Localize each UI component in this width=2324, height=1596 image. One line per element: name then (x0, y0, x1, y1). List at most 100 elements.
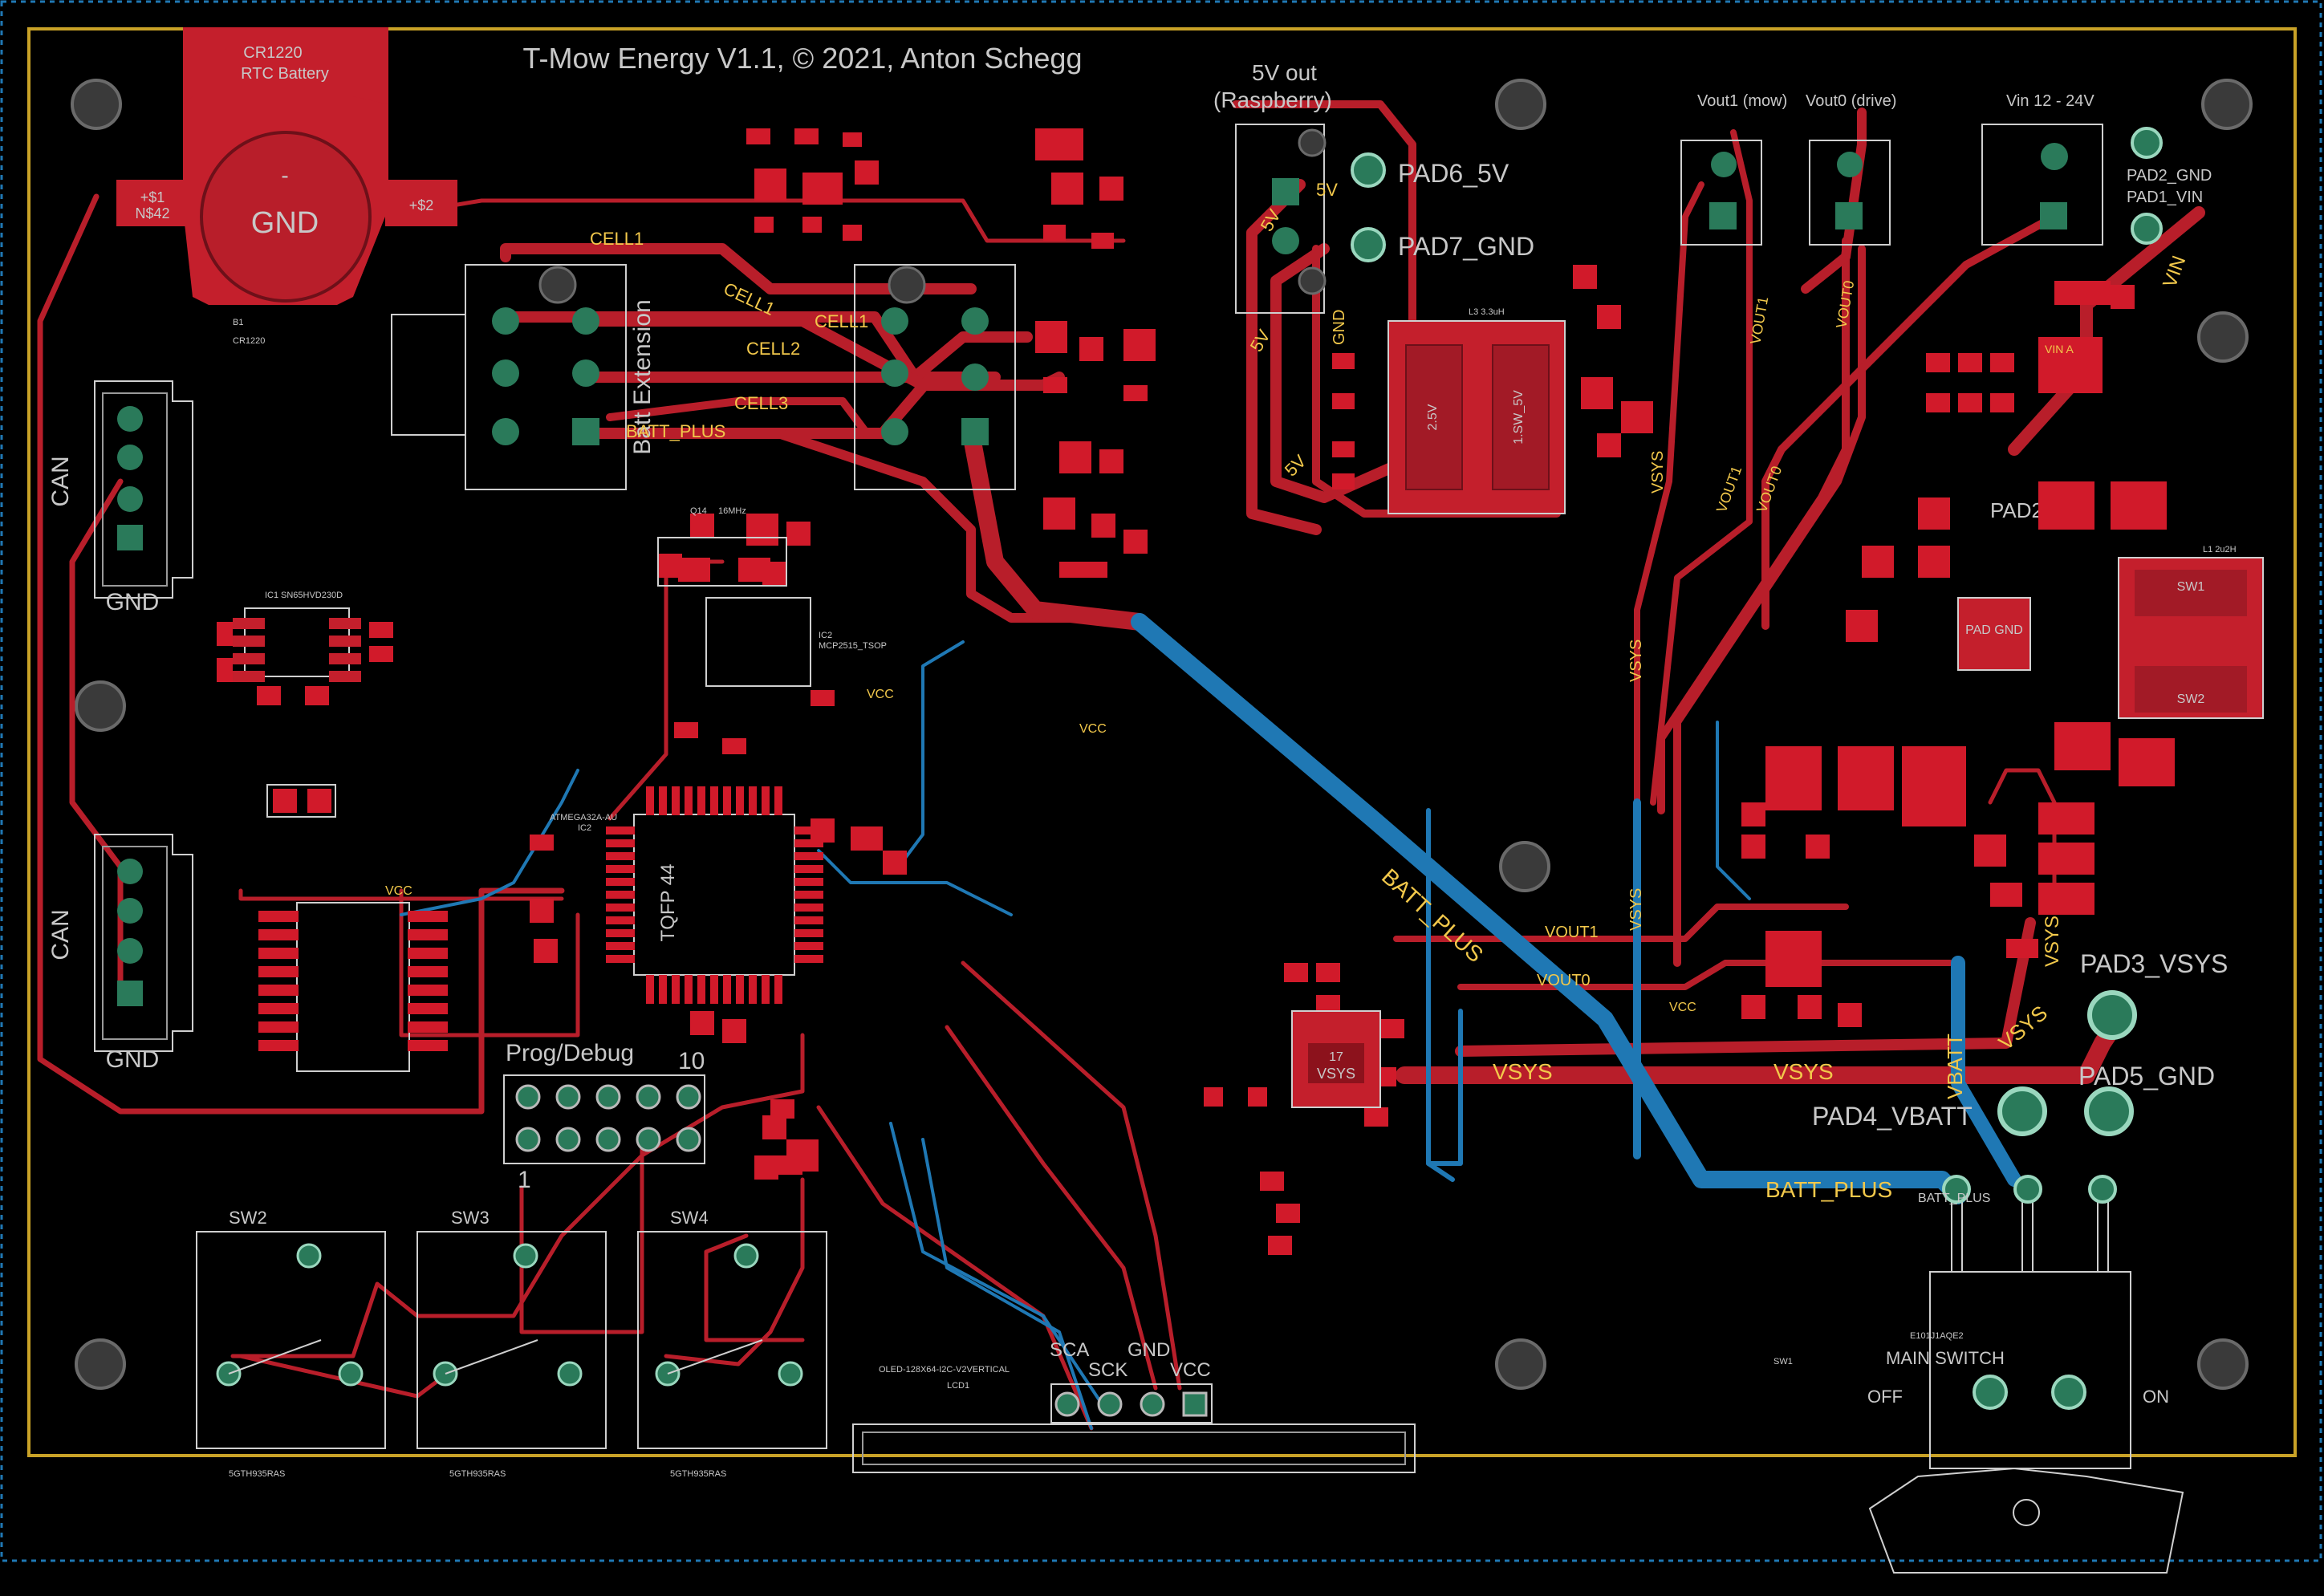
vout1-outline (1680, 140, 1762, 246)
oled-ref: LCD1 (947, 1381, 969, 1391)
oled-connector[interactable]: SCA SCK GND VCC OLED-128X64-I2C-V2VERTIC… (852, 1339, 1416, 1473)
prog-debug-header[interactable]: Prog/Debug 1 10 (503, 1040, 705, 1193)
crystal-pad-b (738, 558, 770, 582)
battery-ref: B1 (233, 318, 243, 327)
main-switch-mount-a (1973, 1375, 2008, 1410)
pad4-vbatt-pad[interactable] (1997, 1086, 2047, 1136)
pad1-vin-pad[interactable] (2131, 213, 2163, 245)
l1-pad-sw1-label: SW1 (2177, 580, 2205, 594)
sw3-lever (445, 1339, 538, 1375)
prog-header-pin10: 10 (678, 1048, 705, 1074)
termination-jumper[interactable] (266, 784, 336, 818)
switch-sw3[interactable]: SW3 5GTH935RAS (416, 1208, 607, 1479)
l1-pad-bottom (2135, 666, 2247, 713)
crystal-ref: Q14 (690, 506, 707, 516)
pad6-5v-pad[interactable] (1351, 152, 1386, 188)
switch-sw4[interactable]: SW4 5GTH935RAS (637, 1208, 827, 1479)
l1-pad-top (2135, 570, 2247, 616)
can-transceiver-ic[interactable]: IC1 SN65HVD230D (233, 591, 361, 682)
pad7-label: PAD7_GND (1398, 232, 1534, 261)
battery-nets-label: N$42 (135, 205, 169, 221)
net-label-vsys-3: VSYS (1994, 1001, 2052, 1055)
l1-pad-sw2-label: SW2 (2177, 692, 2205, 706)
main-switch-pivot (2013, 1499, 2040, 1526)
net-label-cell2: CELL2 (746, 339, 800, 359)
vout0-connector[interactable]: Vout0 (drive) (1806, 92, 1896, 246)
can-connector-top[interactable]: CAN GND (47, 380, 193, 615)
raspberry-hole-bottom (1298, 266, 1327, 295)
l3-pad-a-label: 2.5V (1426, 404, 1440, 430)
net-label-5v-d: 5V (1316, 180, 1338, 200)
sw4-outline (637, 1231, 827, 1449)
main-switch-pin1 (1942, 1175, 1971, 1204)
main-switch-label: MAIN SWITCH (1886, 1348, 2005, 1368)
vout0-label: Vout0 (drive) (1806, 92, 1896, 110)
rtc-battery[interactable]: CR1220 RTC Battery - GND +$1 N$42 +$2 B1… (116, 27, 457, 346)
batt-extension-connectors[interactable]: Batt Extension (391, 264, 1016, 490)
oled-pin-vcc-label: VCC (1170, 1359, 1211, 1381)
pad1-label: PAD1_VIN (2127, 189, 2203, 206)
sw3-pin1 (513, 1243, 538, 1269)
jumper-outline (266, 784, 336, 818)
main-switch-ref: SW1 (1773, 1357, 1793, 1367)
battery-subtitle: RTC Battery (241, 65, 329, 83)
pad5-gnd-pad[interactable] (2084, 1086, 2134, 1136)
sw4-pin1 (733, 1243, 759, 1269)
can-bottom-gnd-label: GND (106, 1046, 160, 1073)
battery-minus-label: - (281, 163, 288, 188)
vsys-switch-ic[interactable]: 17 VSYS (1291, 1010, 1381, 1108)
can-bottom-outline (94, 834, 193, 1052)
main-switch-on: ON (2143, 1387, 2169, 1407)
sw3-outline (416, 1231, 607, 1449)
battery-title: CR1220 (243, 44, 302, 62)
battery-gnd-label: GND (251, 206, 319, 240)
raspberry-5v-connector[interactable]: 5V out (Raspberry) PAD6_5V PAD7_GND (1213, 60, 1534, 314)
main-switch[interactable]: MAIN SWITCH SW1 E101J1AQE2 OFF ON BATT_P… (1773, 1175, 2184, 1574)
can-top-inner (102, 392, 168, 587)
so16-component[interactable] (258, 902, 448, 1072)
crystal-outline (657, 537, 787, 587)
charger-ic[interactable]: PAD GND PAD2 (1957, 498, 2043, 671)
l3-pad-a (1405, 344, 1463, 490)
net-label-vout0-c: VOUT0 (1833, 279, 1857, 330)
mcu-package-label: TQFP 44 (657, 864, 679, 942)
net-label-5v-b: 5V (1281, 451, 1310, 481)
charger-ic-body (1957, 597, 2031, 671)
pad7-gnd-pad[interactable] (1351, 227, 1386, 262)
net-label-vsys-1: VSYS (1493, 1059, 1553, 1084)
net-label-vbatt: VBATT (1943, 1034, 1967, 1099)
oled-pin-sca: SCA (1050, 1339, 1089, 1361)
mcu-ref-label: IC2 (578, 823, 591, 833)
main-switch-batt-plus: BATT_PLUS (1918, 1192, 1990, 1205)
sw4-pin3 (778, 1361, 803, 1387)
sw2-pin1 (296, 1243, 322, 1269)
jumper-pad-a (273, 789, 297, 813)
inductor-l3[interactable]: 2.5V 1.SW_5V L3 3.3uH (1387, 307, 1566, 514)
oled-pin-sck: SCK (1088, 1359, 1127, 1381)
vin-connector[interactable]: Vin 12 - 24V PAD2_GND PAD1_VIN (1981, 92, 2212, 246)
vout1-connector[interactable]: Vout1 (mow) (1680, 92, 1787, 246)
battery-pos1-label: +$1 (140, 189, 165, 205)
sw2-lever (228, 1339, 322, 1375)
switch-sw2[interactable]: SW2 5GTH935RAS (196, 1208, 386, 1479)
pad3-vsys-pad[interactable] (2087, 990, 2137, 1040)
sw3-part: 5GTH935RAS (449, 1469, 506, 1479)
can-top-pin1 (117, 406, 143, 432)
oled-pin-gnd: GND (1127, 1339, 1170, 1361)
sw4-part: 5GTH935RAS (670, 1469, 726, 1479)
pad4-label: PAD4_VBATT (1812, 1102, 1973, 1131)
sw4-label: SW4 (670, 1208, 709, 1228)
prog-header-label: Prog/Debug (506, 1040, 634, 1066)
crystal-q14[interactable]: Q14 16MHz (657, 506, 787, 587)
mcu-atmega32a[interactable]: TQFP 44 ATMEGA32A-AU IC2 (550, 786, 823, 1004)
vout0-outline (1809, 140, 1891, 246)
net-label-vsys-5: VSYS (1627, 640, 1645, 682)
can-connector-bottom[interactable]: CAN GND (47, 834, 193, 1073)
main-switch-part: E101J1AQE2 (1910, 1331, 1964, 1341)
crystal-pad-a (678, 558, 710, 582)
pad2-gnd-pad[interactable] (2131, 127, 2163, 159)
power-pads[interactable]: PAD3_VSYS PAD4_VBATT PAD5_GND (1812, 949, 2228, 1136)
inductor-l1[interactable]: SW1 SW2 L1 2u2H (2118, 545, 2264, 719)
mcu-part-label: ATMEGA32A-AU (550, 813, 617, 822)
